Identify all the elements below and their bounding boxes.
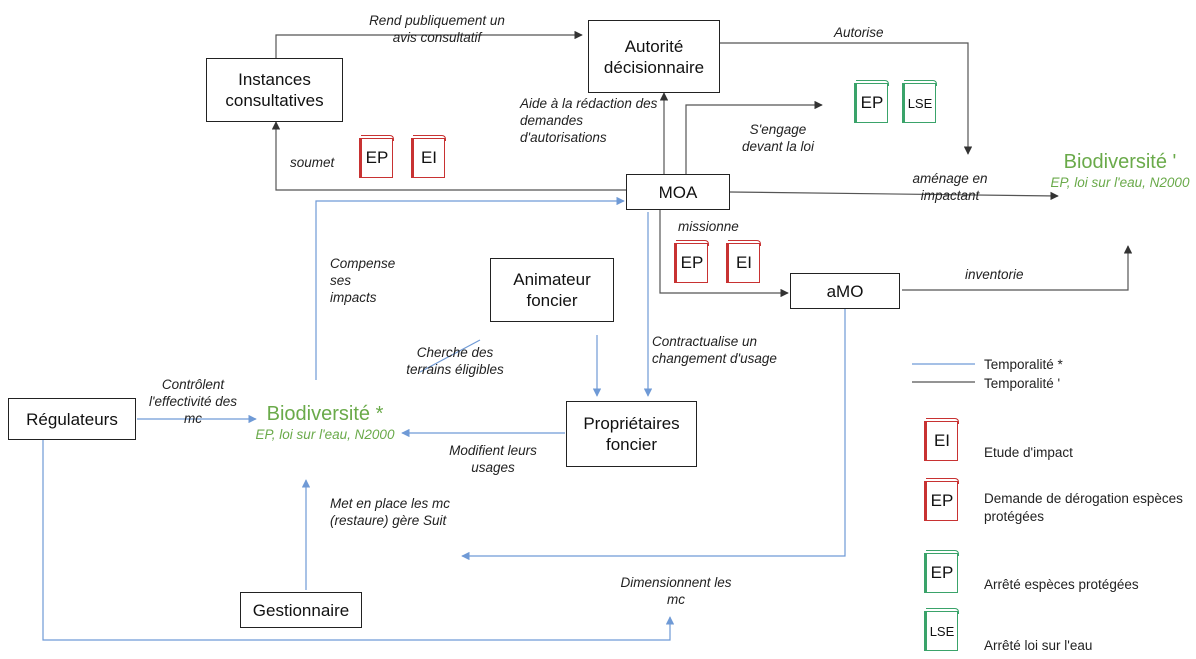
box-gestionnaire: Gestionnaire [240, 592, 362, 628]
label-modifient: Modifient leurs usages [449, 443, 537, 475]
box-instances-consultatives: Instances consultatives [206, 58, 343, 122]
box-animateur-foncier: Animateur foncier [490, 258, 614, 322]
box-autorite-decisionnaire: Autorité décisionnaire [588, 20, 720, 93]
arrow-regulateurs-loop [42, 440, 675, 641]
arrow-compense [315, 196, 625, 380]
label-engage: S'engage devant la loi [741, 122, 815, 154]
arrow-inventorie [902, 245, 1133, 291]
doc-label: EI [726, 243, 760, 283]
legend-doc-ep-red: EP [920, 478, 960, 522]
box-regulateurs: Régulateurs [8, 398, 136, 440]
doc-label: EI [411, 138, 445, 178]
legend-ep-red-text: Demande de dérogation espèces protégées [984, 491, 1183, 524]
label-rend-avis: Rend publiquement un avis consultatif [369, 13, 505, 45]
label-soumet: soumet [290, 155, 335, 170]
biodiversity-right-title: Biodiversité ' [1063, 151, 1177, 173]
label-missionne: missionne [678, 219, 739, 234]
arrow-soumet [271, 121, 626, 191]
label-met-en-place: Met en place les mc (restaure) gère Suit [330, 496, 451, 528]
doc-label: EP [854, 83, 888, 123]
legend-ei-text: Etude d'impact [984, 445, 1073, 460]
legend-doc-lse: LSE [920, 608, 960, 652]
label-controlent: Contrôlent l'effectivité des mc [148, 377, 238, 426]
doc-label: LSE [902, 83, 936, 123]
label-autorise: Autorise [834, 25, 884, 40]
doc-ei-red-soumet: EI [407, 135, 447, 179]
biodiversity-left-title: Biodiversité * [266, 403, 384, 425]
doc-label: EI [924, 421, 958, 461]
doc-label: EP [924, 481, 958, 521]
arrow-amenage [729, 191, 1059, 201]
label-dimensionnent: Dimensionnent les mc [620, 575, 732, 607]
arrow-autorise [720, 42, 973, 155]
doc-label: EP [674, 243, 708, 283]
arrow-instances-autorite [275, 30, 583, 58]
doc-ei-red-missionne: EI [722, 240, 762, 284]
biodiversity-left-subtitle: EP, loi sur l'eau, N2000 [255, 427, 395, 442]
legend-lse-text: Arrêté loi sur l'eau [984, 638, 1093, 653]
doc-label: LSE [924, 611, 958, 651]
box-proprietaires-foncier: Propriétaires foncier [566, 401, 697, 467]
doc-lse-green-engage: LSE [898, 80, 938, 124]
label-cherche-terrains: Cherche des terrains éligibles [406, 345, 504, 377]
biodiversity-left: Biodiversité * EP, loi sur l'eau, N2000 [255, 402, 395, 443]
doc-ep-red-soumet: EP [355, 135, 395, 179]
arrow-cherche [419, 339, 481, 373]
biodiversity-right: Biodiversité ' EP, loi sur l'eau, N2000 [1050, 150, 1190, 191]
legend-doc-ei: EI [920, 418, 960, 462]
legend-temporalite-star: Temporalité * [984, 357, 1063, 372]
doc-ep-red-missionne: EP [670, 240, 710, 284]
arrow-dimensionnent [461, 308, 846, 561]
label-inventorie: inventorie [965, 267, 1024, 282]
doc-ep-green-engage: EP [850, 80, 890, 124]
biodiversity-right-subtitle: EP, loi sur l'eau, N2000 [1050, 175, 1190, 190]
doc-label: EP [359, 138, 393, 178]
arrow-engage [685, 100, 823, 176]
arrow-missionne [659, 210, 789, 298]
box-moa: MOA [626, 174, 730, 210]
legend-doc-ep-green: EP [920, 550, 960, 594]
label-compense: Compense ses impacts [330, 256, 396, 305]
legend-ep-green-text: Arrêté espèces protégées [984, 577, 1139, 592]
doc-label: EP [924, 553, 958, 593]
legend-temporalite-prime: Temporalité ' [984, 376, 1061, 391]
label-aide-redaction: Aide à la rédaction des demandes d'autor… [520, 96, 658, 145]
label-amenage: aménage en impactant [912, 171, 988, 203]
label-contractualise: Contractualise un changement d'usage [652, 334, 777, 366]
box-amo: aMO [790, 273, 900, 309]
